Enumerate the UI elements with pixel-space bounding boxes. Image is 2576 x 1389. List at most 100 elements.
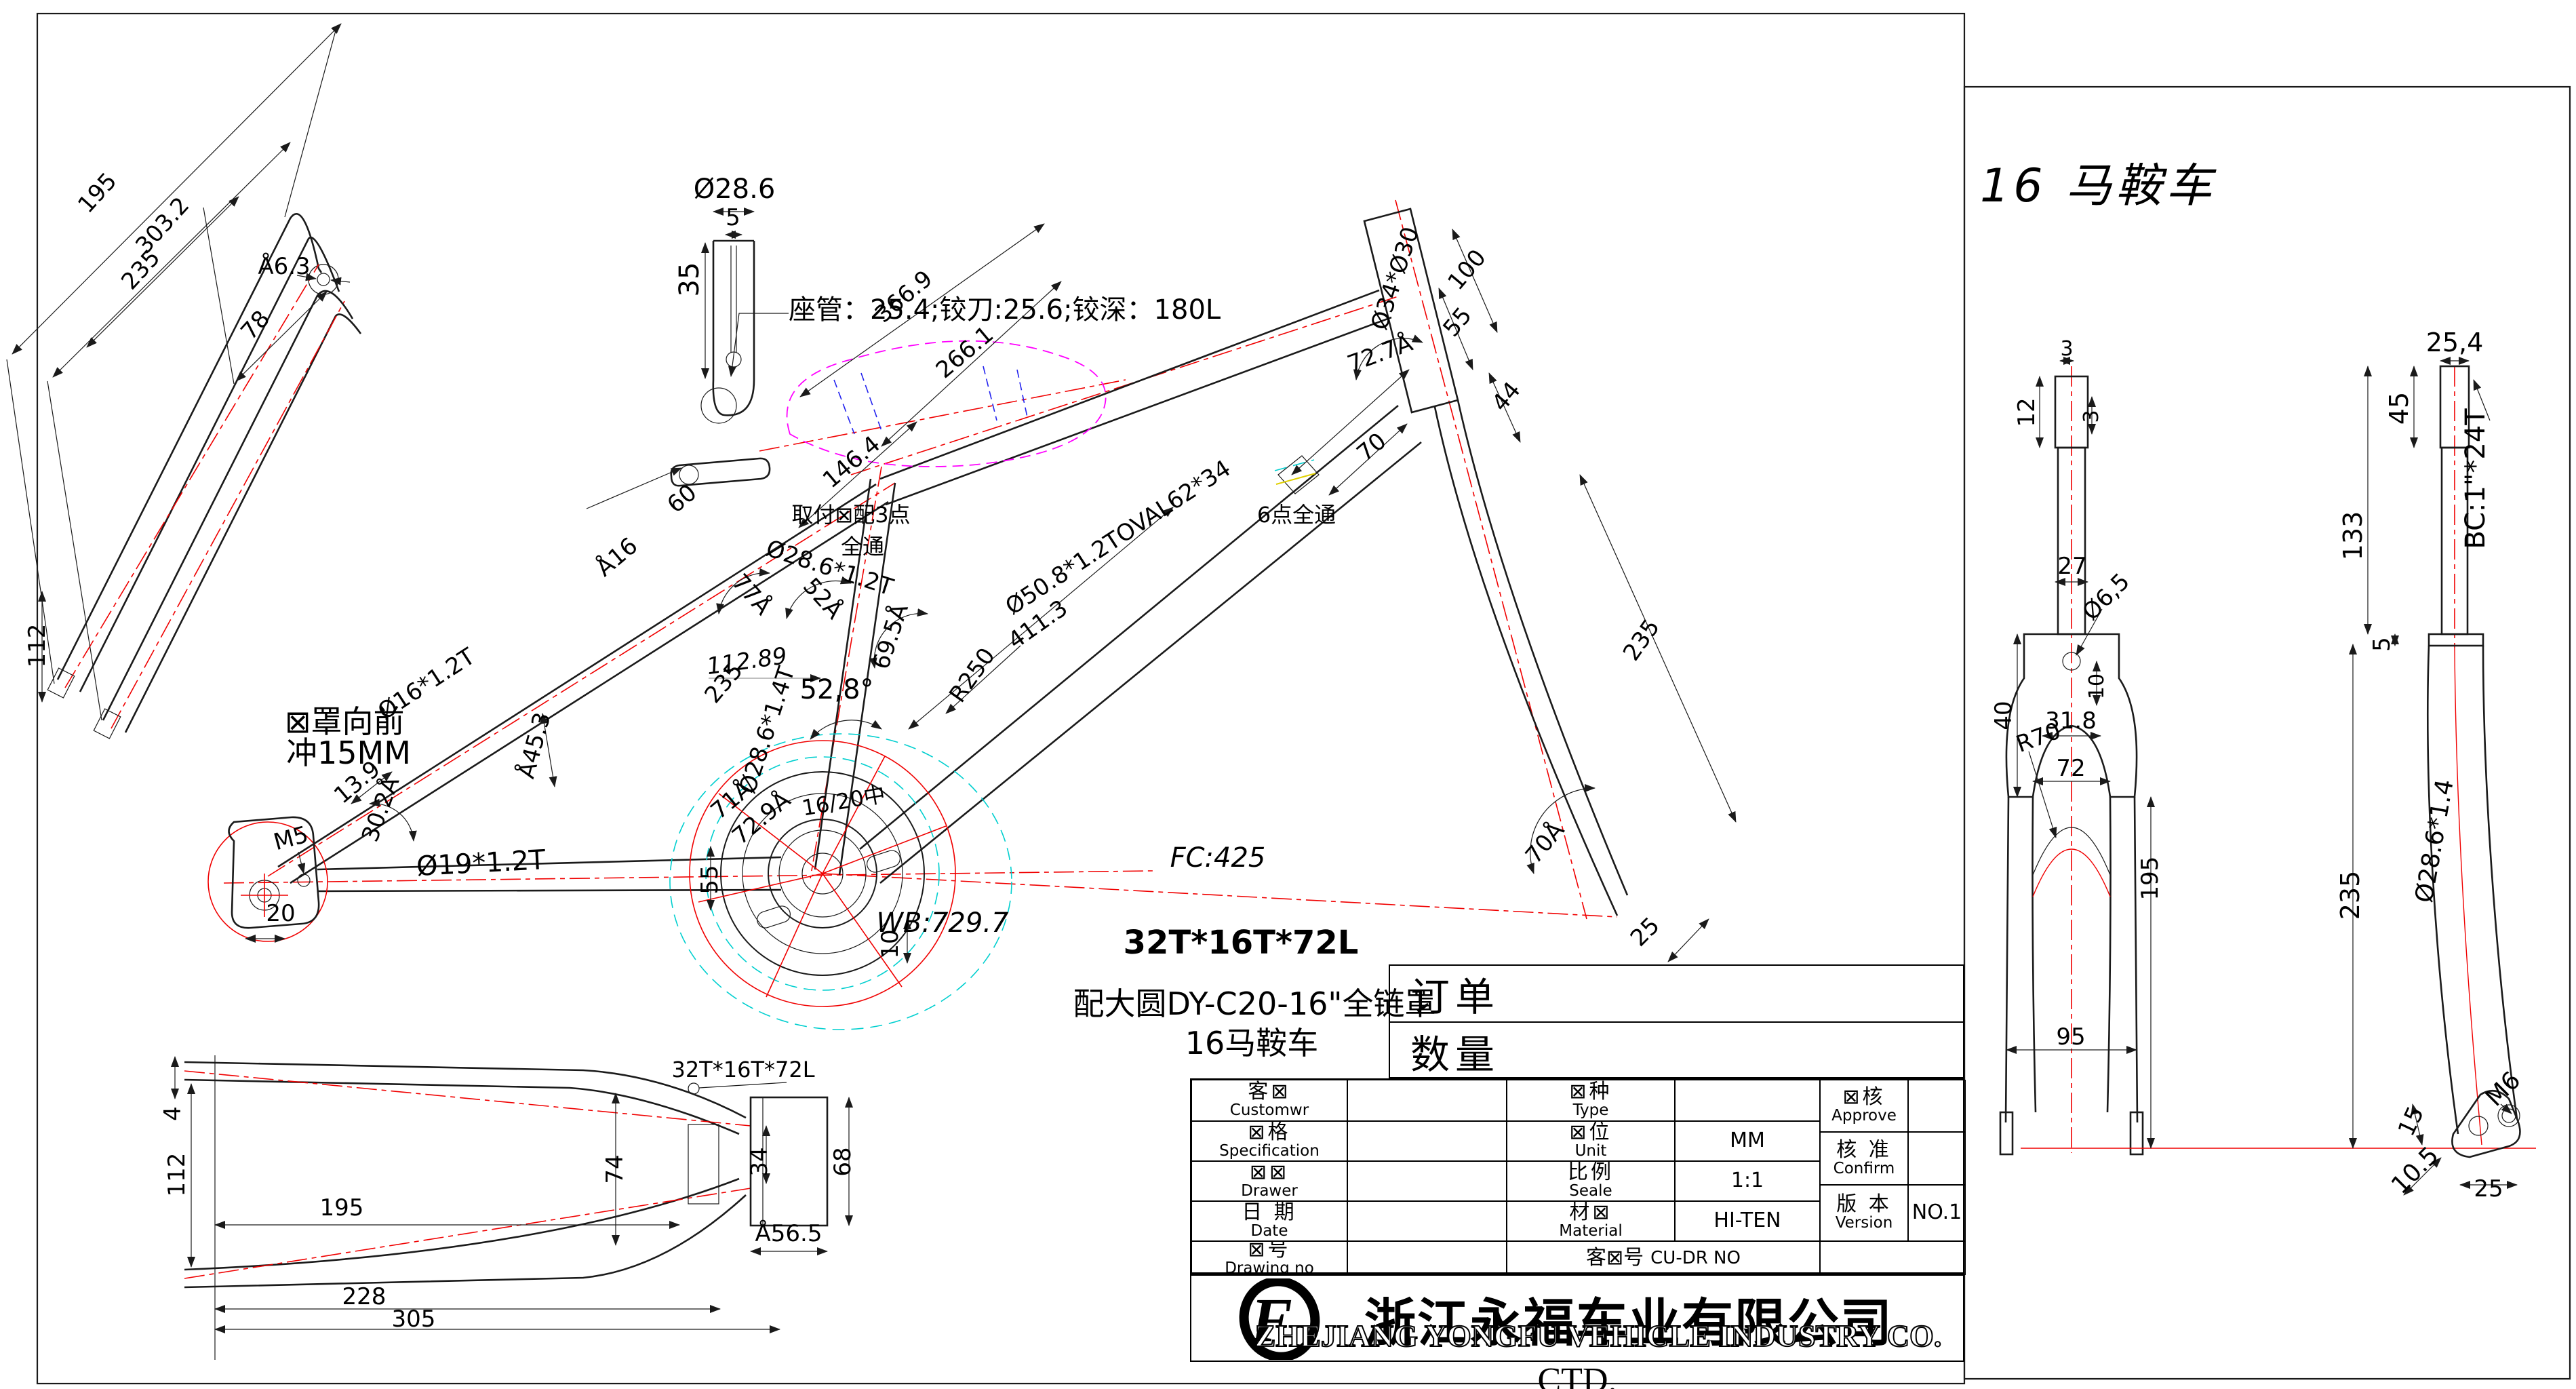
annotation-60: 74: [601, 1154, 629, 1183]
annotation-52: 10: [877, 929, 904, 958]
main-frame-view: [207, 199, 1737, 1030]
seat-post-detail: [700, 208, 789, 424]
annotation-14: 全通: [841, 534, 884, 560]
annotation-13: 取付⊠配3点: [791, 502, 910, 528]
annotation-25: Ø50.8*1.2TOVAL62*34: [1001, 455, 1236, 621]
annotation-18: Å16: [591, 532, 643, 582]
annotation-57: 32T*16T*72L: [671, 1057, 814, 1082]
annotation-54: 32T*16T*72L: [1124, 924, 1359, 962]
titleblock-unit-label: ⊠位 Unit: [1507, 1121, 1675, 1161]
annotation-69: 3: [2080, 410, 2103, 423]
order-label: 订单: [1390, 966, 1963, 1023]
annotation-62: 68: [829, 1147, 856, 1176]
annotation-8: 35: [674, 262, 705, 297]
titleblock-customer-value: [1347, 1080, 1507, 1121]
annotation-44: 冲15MM: [286, 735, 411, 771]
annotation-82: BC:1"*24T: [2460, 408, 2491, 549]
annotation-65: 305: [392, 1306, 436, 1333]
titleblock-date-label: 日 期 Date: [1191, 1201, 1347, 1241]
annotation-32: 55: [1438, 302, 1477, 343]
titleblock-custdrawingno-value: [1820, 1241, 1966, 1275]
annotation-78: 95: [2056, 1023, 2085, 1051]
bottom-stay-detail: [171, 1055, 853, 1360]
annotation-5: 112: [24, 624, 51, 668]
annotation-70: 27: [2057, 553, 2086, 580]
titleblock-custdrawingno: 客⊠号 CU-DR NO: [1507, 1241, 1820, 1275]
annotation-30: Ø34*Ø30: [1366, 224, 1425, 334]
annotation-61: 34: [746, 1147, 773, 1176]
annotation-4: Å6.3: [258, 252, 310, 280]
annotation-85: Ø28.6*1.4: [2411, 777, 2459, 905]
annotation-50: 16/20中: [800, 781, 888, 821]
annotation-28: 6点全通: [1257, 502, 1336, 528]
annotation-64: 228: [342, 1283, 387, 1310]
annotation-88: 10.5: [2386, 1141, 2444, 1200]
company-name-en: ZHEJIANG YONGFU VEHICLE INDUSTRY CO.: [1254, 1318, 1943, 1354]
annotation-3: 78: [235, 305, 275, 345]
annotation-80: 45: [2384, 392, 2414, 425]
rear-stay-detail: [6, 23, 362, 739]
titleblock-material-label: 材⊠ Material: [1507, 1201, 1675, 1241]
titleblock-drawingno-value: [1347, 1241, 1507, 1275]
annotation-68: 12: [2013, 397, 2040, 427]
titleblock-approve-label: ⊠核 Approve: [1820, 1080, 1908, 1132]
annotation-83: 5: [2369, 637, 2396, 652]
titleblock-customer-label: 客⊠ Customwr: [1191, 1080, 1347, 1121]
annotation-11: 266.1: [931, 321, 999, 384]
annotation-71: 40: [1990, 701, 2017, 730]
annotation-7: 5: [726, 204, 740, 231]
titleblock-date-value: [1347, 1201, 1507, 1241]
annotation-79: 25,4: [2426, 328, 2484, 357]
annotation-76: 72: [2056, 755, 2085, 782]
titleblock-unit-value: MM: [1675, 1121, 1820, 1161]
titleblock-drawer-value: [1347, 1161, 1507, 1201]
titleblock-scale-label: 比例 Seale: [1507, 1161, 1675, 1201]
company-name-zh: 浙江永福车业有限公司: [1364, 1293, 1893, 1353]
titleblock-version-value: NO.1: [1908, 1185, 1966, 1241]
annotation-31: 100: [1442, 244, 1491, 295]
quantity-label: 数量: [1410, 1032, 1501, 1078]
annotation-43: ⊠罩向前: [285, 703, 405, 740]
annotation-59: 112: [163, 1153, 191, 1197]
annotation-46: 20: [266, 900, 295, 927]
annotation-84: 235: [2335, 871, 2365, 920]
annotation-47: Ø19*1.2T: [416, 844, 547, 882]
annotation-29: 70: [1352, 427, 1392, 467]
fork-side-view: [2349, 357, 2521, 1196]
annotation-6: Ø28.6: [694, 174, 776, 205]
annotation-38: FC:425: [1170, 842, 1266, 874]
annotation-66: Å56.5: [755, 1219, 823, 1247]
titleblock-scale-value: 1:1: [1675, 1161, 1820, 1201]
titleblock-type-label: ⊠种 Type: [1507, 1080, 1675, 1121]
company-strip: F 浙江永福车业有限公司 ZHEJIANG YONGFU VEHICLE IND…: [1190, 1274, 1964, 1362]
annotation-33: 72.7Å: [1344, 329, 1416, 378]
annotation-35: 235: [1618, 614, 1665, 666]
annotation-36: 70Å: [1520, 817, 1570, 869]
annotation-42: Å45.3: [512, 709, 556, 781]
annotation-45: M5: [271, 821, 311, 856]
company-logo: F: [1239, 1278, 1320, 1360]
titleblock-approve-value: [1908, 1080, 1966, 1132]
title-block: 客⊠ Customwr ⊠种 Type ⊠格 Specification ⊠位 …: [1190, 1078, 1966, 1275]
annotation-74: 31.8: [2045, 707, 2097, 735]
titleblock-drawingno-label: ⊠号 Drawing no: [1191, 1241, 1347, 1275]
titleblock-version-label: 版 本 Version: [1820, 1185, 1908, 1241]
svg-text:F: F: [1250, 1285, 1292, 1354]
titleblock-confirm-value: [1908, 1132, 1966, 1185]
annotation-9: 座管：25.4;铰刀:25.6;铰深：180L: [789, 294, 1221, 326]
titleblock-type-value: [1675, 1080, 1820, 1121]
annotation-87: M6: [2480, 1066, 2526, 1112]
fork-front-view: [1999, 357, 2536, 1156]
annotation-34: 44: [1486, 377, 1526, 417]
annotation-89: 25: [2474, 1175, 2503, 1202]
annotation-81: 133: [2338, 511, 2368, 561]
titleblock-confirm-label: 核 准 Confirm: [1820, 1132, 1908, 1185]
titleblock-drawer-label: ⊠⊠ Drawer: [1191, 1161, 1347, 1201]
annotation-77: 195: [2137, 857, 2164, 901]
sheet-borders: [36, 12, 2571, 1385]
annotation-2: 195: [73, 168, 122, 218]
annotation-86: 15: [2393, 1102, 2430, 1140]
annotation-51: 55: [696, 865, 724, 894]
